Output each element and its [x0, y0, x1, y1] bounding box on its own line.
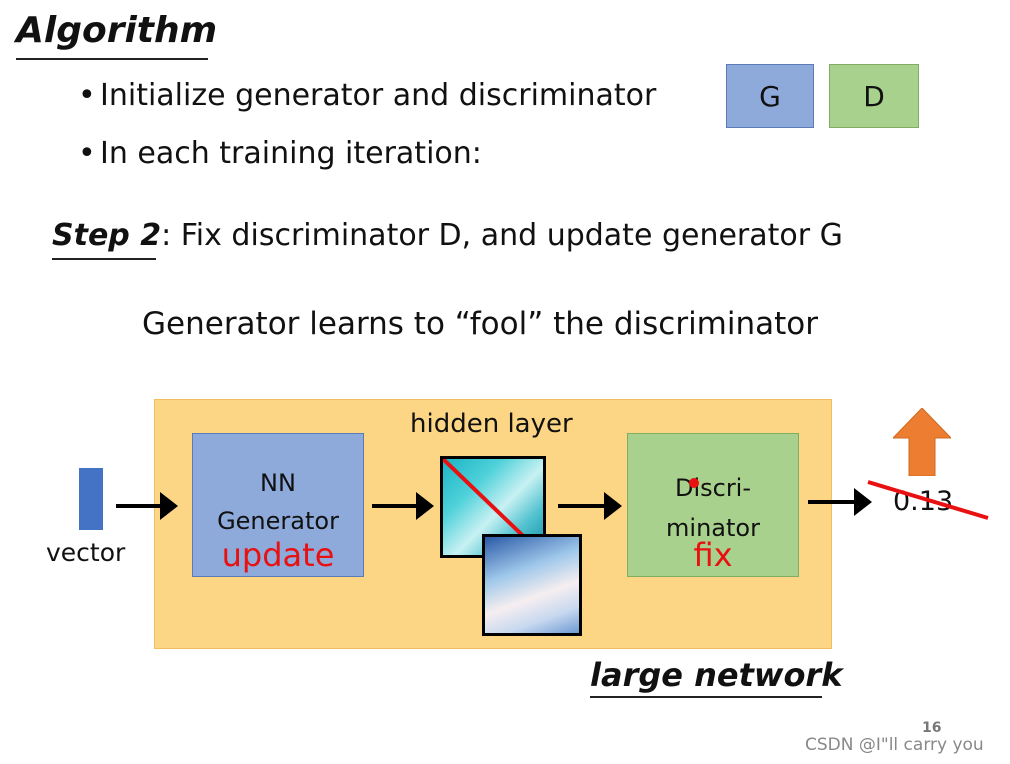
arrow-input-to-generator	[116, 492, 178, 520]
generator-label: NN Generator	[192, 464, 364, 540]
bullet-dot: •	[78, 78, 96, 113]
generator-legend-box: G	[726, 64, 814, 128]
discriminator-status-fix: fix	[693, 536, 733, 574]
bullet-initialize: •Initialize generator and discriminator	[78, 78, 656, 113]
discriminator-legend-box: D	[829, 64, 919, 128]
slide-title: Algorithm	[16, 10, 218, 51]
hidden-layer-label: hidden layer	[410, 409, 573, 439]
bullet-dot: •	[78, 136, 96, 171]
discriminator-label-line1: Discri-	[674, 474, 752, 502]
arrow-hidden-to-discriminator	[558, 492, 622, 520]
bullet-iteration-text: In each training iteration:	[100, 136, 482, 171]
large-network-label: large network	[590, 656, 843, 694]
step-underline	[52, 258, 156, 260]
page-number: 16	[922, 720, 942, 736]
input-vector-label: vector	[46, 538, 126, 567]
step-text: : Fix discriminator D, and update genera…	[161, 218, 843, 253]
bullet-iteration: •In each training iteration:	[78, 136, 482, 171]
arrow-discriminator-to-score	[808, 488, 872, 516]
pointer-dot-icon	[689, 478, 699, 488]
step-heading: Step 2: Fix discriminator D, and update …	[52, 218, 843, 253]
generator-status-update: update	[221, 536, 335, 574]
input-vector-bar	[79, 468, 103, 530]
generator-label-line1: NN	[260, 469, 296, 497]
title-underline	[16, 58, 208, 60]
generator-box	[192, 433, 364, 577]
discriminator-label-line2: minator	[666, 514, 760, 542]
step-label: Step 2	[52, 218, 162, 253]
slide-subtitle: Generator learns to “fool” the discrimin…	[142, 306, 819, 342]
discriminator-label: Discri- minator	[627, 468, 799, 548]
up-arrow-icon	[893, 408, 951, 476]
score-strike-icon	[867, 480, 989, 520]
watermark: CSDN @I"ll carry you	[805, 735, 984, 755]
generated-image-anime	[482, 534, 582, 636]
large-network-underline	[590, 696, 822, 698]
discriminator-box	[627, 433, 799, 577]
generator-label-line2: Generator	[217, 507, 339, 535]
arrow-generator-to-hidden	[372, 492, 434, 520]
bullet-initialize-text: Initialize generator and discriminator	[100, 78, 657, 113]
